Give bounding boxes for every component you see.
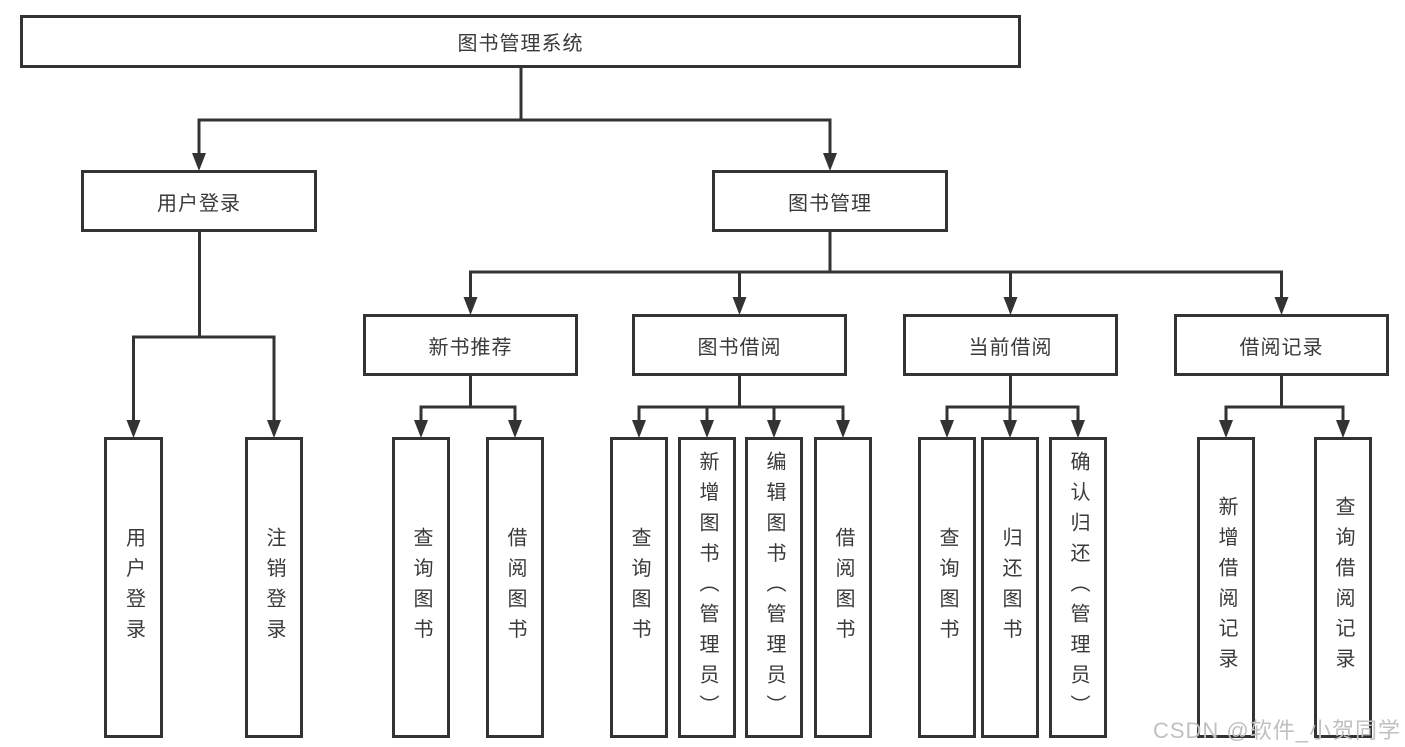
node-current-borrowing: 当前借阅 — [903, 314, 1118, 376]
node-label: 新书推荐 — [428, 336, 513, 359]
node-label: 新增图书（管理员） — [696, 450, 718, 725]
node-book-borrowing: 图书借阅 — [632, 314, 847, 376]
node-book-management: 图书管理 — [712, 170, 948, 232]
edge-borrowing-to-leaves — [637, 376, 845, 424]
node-label: 归还图书 — [999, 526, 1021, 649]
node-leaf-logout: 注销登录 — [245, 437, 303, 738]
node-label: 确认归还（管理员） — [1067, 450, 1089, 725]
node-label: 用户登录 — [157, 192, 241, 215]
node-library-system: 图书管理系统 — [20, 15, 1021, 68]
node-borrowing-records: 借阅记录 — [1174, 314, 1389, 376]
node-label: 图书管理 — [788, 192, 872, 215]
node-leaf-borrow-books-1: 借阅图书 — [486, 437, 544, 738]
edge-userlogin-to-leaves — [132, 232, 276, 424]
node-leaf-query-books-2: 查询图书 — [610, 437, 668, 738]
node-leaf-user-login: 用户登录 — [104, 437, 163, 738]
edge-newbook-to-leaves — [419, 376, 517, 424]
node-leaf-query-books-1: 查询图书 — [392, 437, 450, 738]
edge-root-to-level2 — [197, 68, 832, 158]
watermark: CSDN @软件_小贺同学 — [1152, 718, 1401, 743]
edge-records-to-leaves — [1224, 376, 1345, 424]
node-label: 图书借阅 — [697, 336, 782, 359]
node-leaf-query-borrow-record: 查询借阅记录 — [1314, 437, 1372, 738]
node-label: 查询图书 — [936, 526, 958, 649]
edge-bookmgmt-to-level3 — [469, 232, 1283, 301]
node-label: 注销登录 — [263, 526, 285, 649]
node-leaf-borrow-books-2: 借阅图书 — [814, 437, 872, 738]
node-new-book-recommend: 新书推荐 — [363, 314, 578, 376]
node-label: 当前借阅 — [968, 336, 1053, 359]
node-label: 新增借阅记录 — [1215, 496, 1237, 679]
node-leaf-confirm-return-admin: 确认归还（管理员） — [1049, 437, 1107, 738]
node-label: 查询图书 — [628, 526, 650, 649]
node-label: 借阅图书 — [504, 526, 526, 649]
node-leaf-query-books-3: 查询图书 — [918, 437, 976, 738]
node-label: 编辑图书（管理员） — [763, 450, 785, 725]
edge-current-to-leaves — [945, 376, 1080, 424]
node-label: 图书管理系统 — [457, 33, 584, 55]
node-user-login: 用户登录 — [81, 170, 317, 232]
node-label: 借阅图书 — [832, 526, 854, 649]
node-leaf-add-borrow-record: 新增借阅记录 — [1197, 437, 1255, 738]
node-leaf-edit-books-admin: 编辑图书（管理员） — [745, 437, 803, 738]
node-label: 用户登录 — [122, 526, 145, 649]
node-leaf-add-books-admin: 新增图书（管理员） — [678, 437, 736, 738]
node-leaf-return-books: 归还图书 — [981, 437, 1039, 738]
node-label: 借阅记录 — [1239, 336, 1324, 359]
node-label: 查询图书 — [410, 526, 432, 649]
node-label: 查询借阅记录 — [1332, 496, 1354, 679]
